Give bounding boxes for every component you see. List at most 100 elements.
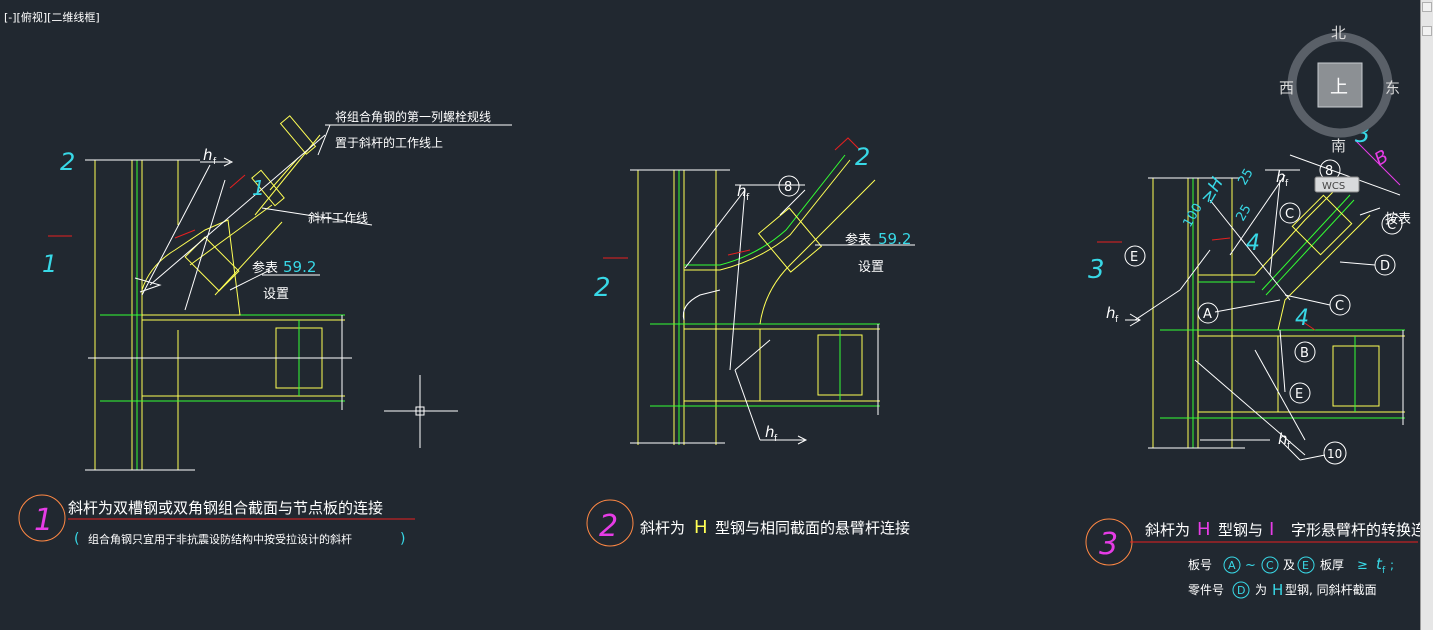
wcs-label[interactable]: WCS — [1322, 181, 1345, 192]
detail-3-b-label: B — [1371, 146, 1392, 170]
detail-2-ref-prefix: 参表 — [845, 232, 871, 248]
vertical-scrollbar[interactable] — [1420, 0, 1433, 630]
detail-1-weld-hf-sub: f — [213, 157, 217, 167]
detail-3-title-a: 斜杆为 — [1145, 521, 1190, 539]
note2-wei: 为 — [1255, 583, 1267, 597]
detail-1-title: 斜杆为双槽钢或双角钢组合截面与节点板的连接 — [68, 499, 383, 517]
detail-1-subtitle: 组合角钢只宜用于非抗震设防结构中按受拉设计的斜杆 — [88, 532, 352, 546]
note1-e-letter: E — [1302, 559, 1309, 572]
note1-c-letter: C — [1266, 559, 1274, 572]
viewcube-ring[interactable] — [1287, 32, 1393, 138]
viewcube-top-label[interactable]: 上 — [1330, 77, 1348, 98]
detail-3-dim-25b: 25 — [1233, 202, 1254, 224]
detail-1-section-mark: 1 — [252, 176, 265, 200]
detail-2-ref-suffix: 设置 — [858, 260, 884, 275]
note1-a-circle — [1223, 556, 1241, 574]
detail-1-mark-2: 2 — [60, 148, 75, 176]
viewcube[interactable]: 上 北 南 东 西 WCS — [1279, 24, 1400, 193]
note1-a-letter: A — [1228, 559, 1236, 572]
detail-3-title-h: H — [1197, 519, 1211, 540]
detail-3-weld-hf-c-sub: f — [1287, 441, 1291, 451]
wcs-button[interactable] — [1314, 176, 1360, 193]
viewcube-east[interactable]: 东 — [1385, 79, 1400, 97]
detail-3-mark-4a: 4 — [1246, 231, 1260, 256]
part-8: 8 — [1325, 164, 1333, 179]
detail-1-subtitle-open: ( — [74, 531, 79, 547]
detail-1-drawing — [48, 115, 512, 471]
note2-d-letter: D — [1237, 584, 1245, 597]
detail-1-weld-hf: h — [203, 146, 213, 164]
detail-3-title-c: 字形悬臂杆的转换连接 — [1291, 521, 1420, 539]
note1-e-circle — [1297, 556, 1315, 574]
detail-3-part-markers: E A B E C D C C 8 10 — [1124, 159, 1403, 465]
detail-2-title-h: H — [694, 517, 708, 538]
detail-3-weld-hf-a: h — [1106, 304, 1116, 322]
detail-1-note-line2: 置于斜杆的工作线上 — [335, 135, 443, 150]
detail-3-dim-25a: 25 — [1235, 166, 1256, 188]
viewcube-north[interactable]: 北 — [1331, 24, 1346, 42]
note1-b: 板厚 — [1320, 558, 1344, 572]
scroll-thumb[interactable] — [1422, 26, 1432, 36]
part-d: D — [1380, 259, 1390, 274]
detail-1-number-circle — [18, 494, 66, 542]
detail-3-weld-hf-b-sub: f — [1285, 179, 1289, 189]
detail-2-mark-2: 2 — [594, 273, 611, 303]
detail-2-ref-value: 59.2 — [878, 230, 911, 248]
detail-3-drawing — [1097, 139, 1405, 461]
detail-2-title-b: 型钢与相同截面的悬臂杆连接 — [715, 519, 910, 537]
note1-tf-sub: f — [1382, 566, 1386, 576]
note2-d-circle — [1232, 581, 1250, 599]
viewcube-top-face[interactable] — [1317, 62, 1363, 108]
detail-3-number: 3 — [1099, 527, 1118, 562]
viewcube-west[interactable]: 西 — [1279, 79, 1294, 97]
scroll-up-button[interactable] — [1422, 2, 1432, 12]
part-e-2: E — [1295, 387, 1303, 402]
detail-1-ref-suffix: 设置 — [263, 287, 289, 302]
note1-ge: ≥ — [1357, 558, 1368, 573]
detail-1-number: 1 — [34, 503, 53, 538]
note1-ji: 及 — [1283, 558, 1295, 572]
detail-2-number-circle — [586, 499, 634, 547]
part-c-3: C — [1387, 218, 1396, 233]
detail-3-title-i: I — [1269, 519, 1274, 540]
part-b: B — [1300, 346, 1309, 361]
note1-end: ; — [1390, 558, 1394, 572]
note1-tf: t — [1376, 555, 1383, 573]
part-c-1: C — [1335, 299, 1344, 314]
detail-2-weld-hf2-sub: f — [774, 434, 778, 444]
detail-2-number: 2 — [599, 509, 618, 544]
detail-3-weld-hf-b: h — [1276, 168, 1286, 186]
view-controls-label[interactable]: [-][俯视][二维线框] — [4, 11, 100, 24]
detail-2-weld-hf-sub: f — [746, 193, 750, 203]
part-c-2: C — [1285, 207, 1294, 222]
detail-1-ref-value: 59.2 — [283, 258, 316, 276]
note2-h: H — [1272, 581, 1283, 599]
detail-3-mark-4b: 4 — [1295, 306, 1309, 331]
note1-tilde: ~ — [1245, 558, 1256, 573]
note2-b: 型钢, 同斜杆截面 — [1285, 583, 1377, 597]
detail-2-title-a: 斜杆为 — [640, 519, 685, 537]
detail-3-dim-100: 100 — [1180, 201, 1205, 230]
detail-3-weld-hf-c: h — [1278, 430, 1288, 448]
detail-1-ref-prefix: 参表 — [252, 260, 278, 276]
part-a: A — [1203, 307, 1212, 322]
detail-2-section-mark: 2 — [855, 143, 870, 171]
detail-2-part-8-circle — [778, 175, 800, 197]
detail-1-mark-1: 1 — [42, 250, 57, 278]
viewcube-south[interactable]: 南 — [1331, 137, 1346, 155]
detail-3-weld-hf-a-sub: f — [1115, 315, 1119, 325]
detail-3-mark-3: 3 — [1088, 255, 1105, 285]
detail-3-note2-a: 零件号 — [1188, 583, 1224, 597]
detail-1-subtitle-close: ) — [400, 531, 405, 547]
detail-2-weld-hf2: h — [765, 423, 775, 441]
detail-3-dim-geh: ≥H — [1197, 174, 1228, 208]
detail-3-title-b: 型钢与 — [1218, 521, 1263, 539]
detail-2-part-8: 8 — [784, 180, 792, 195]
detail-3-an-biao: 按表 — [1385, 212, 1411, 227]
part-10: 10 — [1327, 447, 1342, 461]
detail-2-weld-hf: h — [737, 182, 747, 200]
part-e-1: E — [1130, 250, 1138, 265]
detail-3-note1-a: 板号 — [1188, 558, 1212, 572]
